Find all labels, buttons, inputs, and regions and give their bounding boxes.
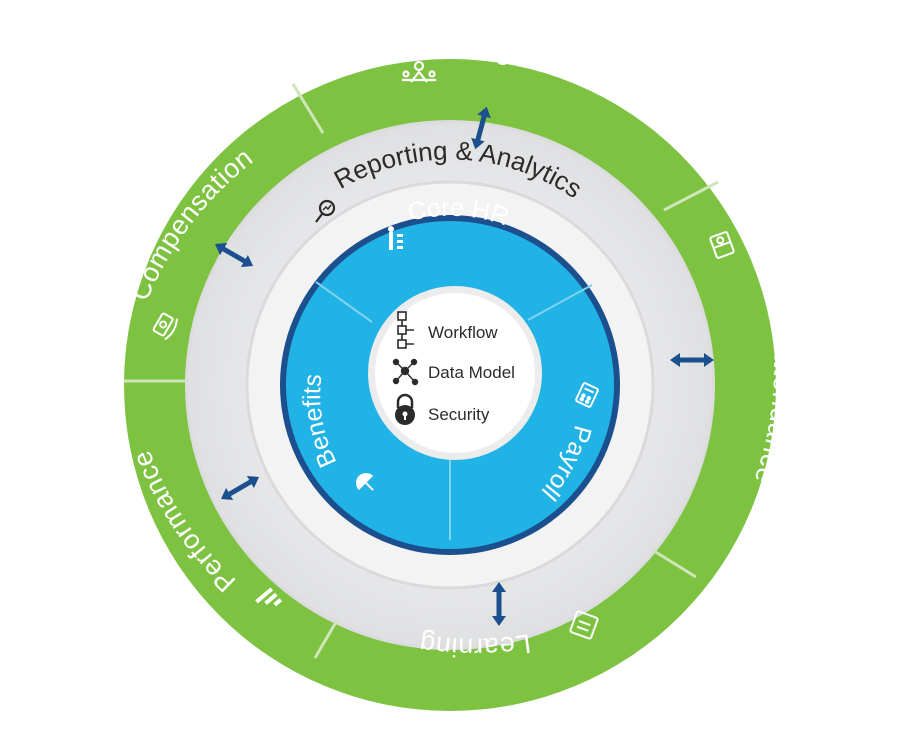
umbrella-icon bbox=[356, 473, 374, 491]
double-arrow-icon bbox=[471, 106, 491, 150]
workflow-icon bbox=[397, 311, 414, 349]
double-arrow-icon bbox=[214, 242, 254, 268]
calculator-icon bbox=[575, 382, 599, 408]
money-hand-icon bbox=[152, 312, 178, 341]
clock-book-icon bbox=[709, 231, 735, 259]
center-circle-face bbox=[375, 293, 535, 453]
inner-ring-dividers bbox=[315, 281, 593, 540]
recruiting-icon bbox=[402, 60, 436, 83]
svg-text:Learning: Learning bbox=[417, 628, 532, 662]
label-learning: Learning bbox=[417, 628, 532, 662]
magnifier-chart-icon bbox=[315, 199, 336, 223]
label-data-model: Data Model bbox=[428, 363, 515, 382]
outer-ring-dividers bbox=[124, 83, 719, 659]
org-chart-icon bbox=[388, 226, 403, 250]
double-arrow-icon bbox=[492, 582, 506, 626]
label-workflow: Workflow bbox=[428, 323, 498, 342]
padlock-icon bbox=[395, 393, 415, 425]
double-arrow-icon bbox=[220, 475, 260, 501]
double-arrow-icon bbox=[670, 353, 714, 367]
performance-chart-icon bbox=[255, 587, 283, 607]
learning-icon bbox=[569, 610, 599, 640]
network-icon bbox=[392, 358, 419, 386]
label-security: Security bbox=[428, 405, 490, 424]
